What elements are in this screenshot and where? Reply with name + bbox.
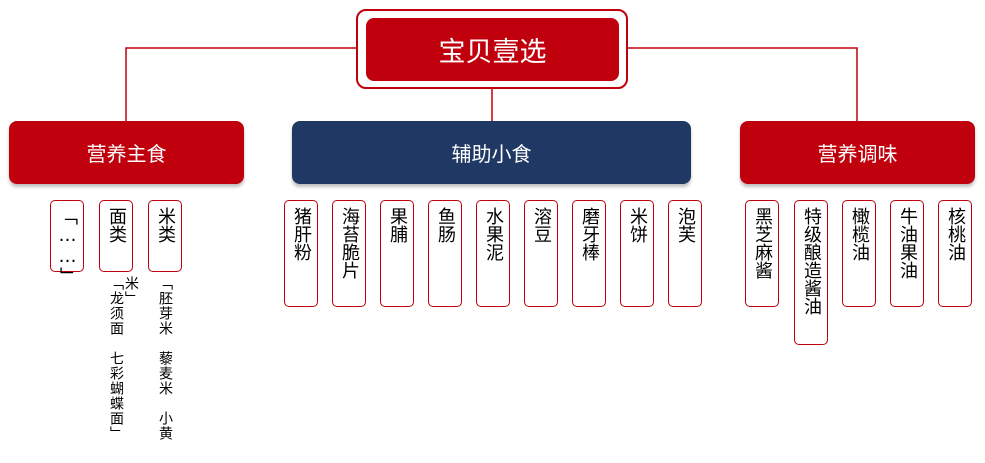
item-black-sesame-paste: 黑芝麻酱 (745, 200, 779, 307)
item-walnut-oil: 核桃油 (938, 200, 972, 307)
item-olive-oil: 橄榄油 (842, 200, 876, 307)
item-rice: 米类 (148, 200, 182, 272)
item-rice-sub: 「胚芽米 藜麦米 小黄米」 (123, 276, 173, 441)
item-rice-cake: 米饼 (620, 200, 654, 307)
item-melting-beans: 溶豆 (524, 200, 558, 307)
item-puffs: 泡芙 (668, 200, 702, 307)
item-noodles: 面类 (99, 200, 133, 272)
item-more: 「……」 (50, 200, 84, 285)
connector-left (125, 47, 356, 121)
item-avocado-oil: 牛油果油 (890, 200, 924, 307)
item-pork-liver-powder: 猪肝粉 (284, 200, 318, 307)
item-fish-sausage: 鱼肠 (428, 200, 462, 307)
item-premium-soy-sauce: 特级酿造酱油 (794, 200, 828, 345)
category-staple-food: 营养主食 (9, 121, 244, 184)
item-seaweed-chips: 海苔脆片 (332, 200, 366, 307)
item-fruit-puree: 水果泥 (476, 200, 510, 307)
item-teething-stick: 磨牙棒 (572, 200, 606, 307)
item-noodles-sub: 「龙须面 七彩蝴蝶面」 (108, 276, 124, 441)
item-dried-fruit: 果脯 (380, 200, 414, 307)
category-seasoning: 营养调味 (740, 121, 975, 184)
root-node: 宝贝壹选 (366, 18, 619, 81)
category-snacks: 辅助小食 (292, 121, 691, 184)
connector-right (628, 47, 858, 121)
